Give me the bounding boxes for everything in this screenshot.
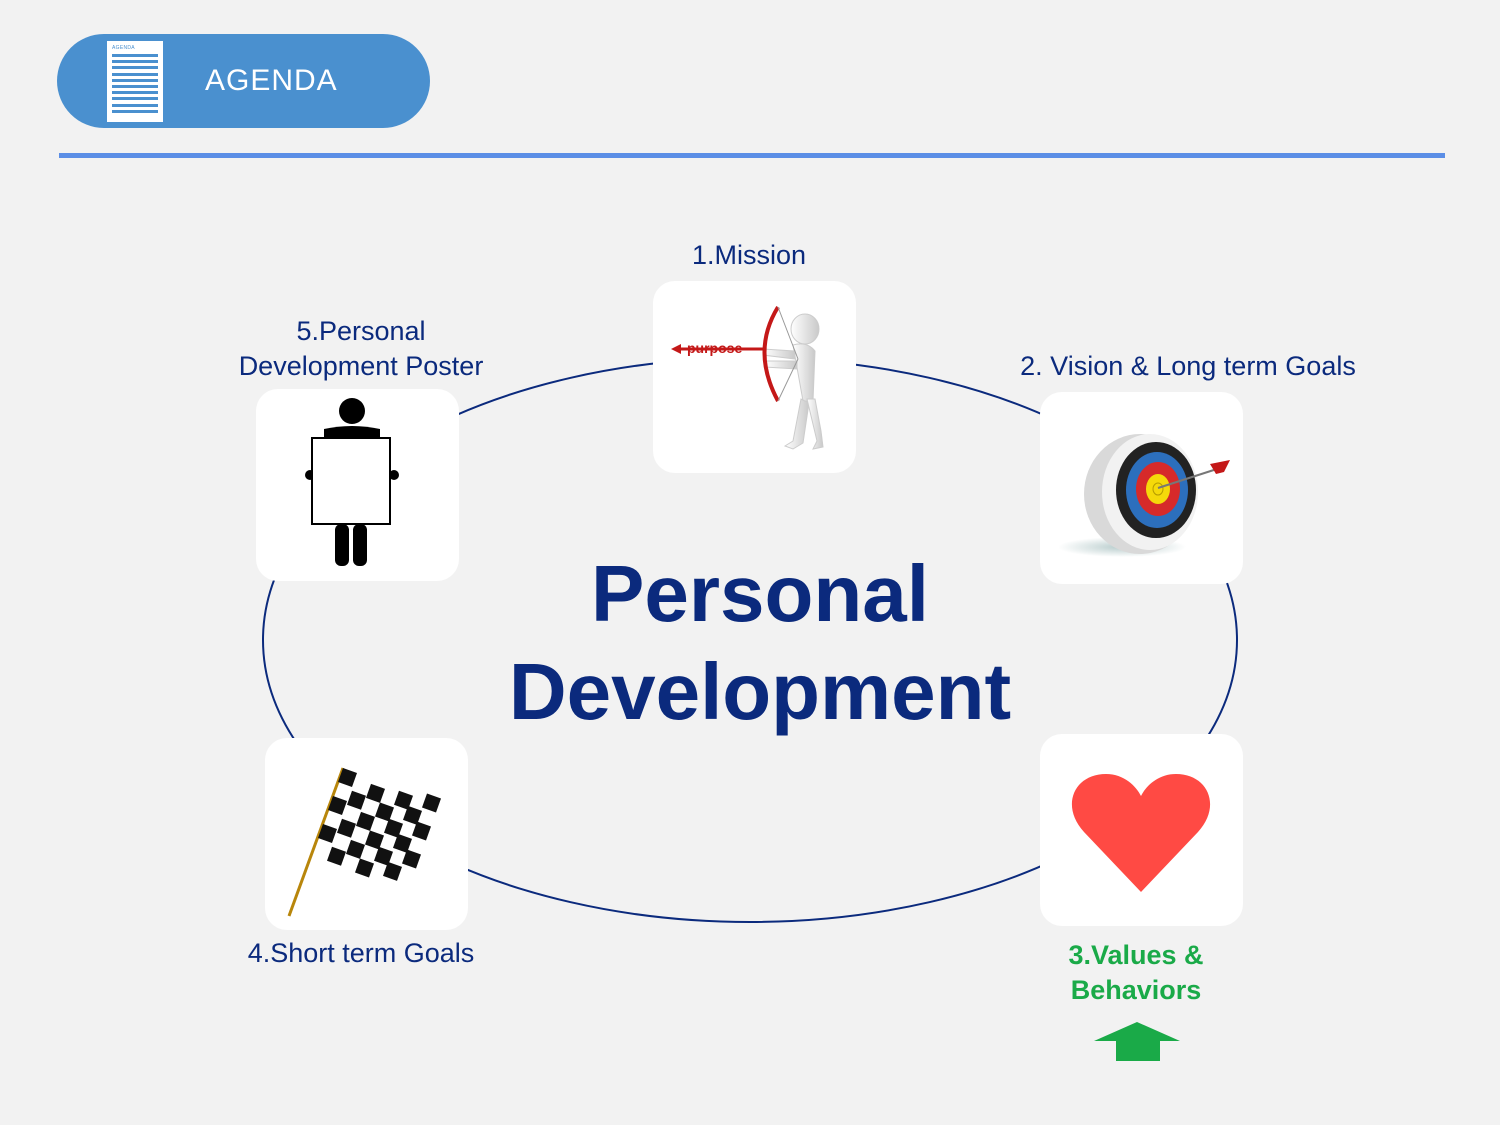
vision-card — [1040, 392, 1243, 584]
mission-card: purpose — [653, 281, 856, 473]
step-label-poster-line2: Development Poster — [238, 351, 484, 381]
up-arrow-icon — [1094, 1022, 1180, 1061]
person-poster-icon — [305, 398, 399, 566]
center-title: Personal Development — [440, 545, 1080, 741]
step-label-vision: 2. Vision & Long term Goals — [1020, 351, 1356, 381]
poster-card — [256, 389, 459, 581]
step-label-values-line1: 3.Values & — [1068, 940, 1204, 970]
checkered-flag-icon — [287, 767, 441, 917]
values-card — [1040, 734, 1243, 926]
document-icon: AGENDA — [107, 41, 163, 122]
step-label-short-term-goals: 4.Short term Goals — [247, 938, 475, 968]
header-divider — [59, 153, 1445, 158]
target-icon — [1058, 434, 1230, 557]
step-label-values-line2: Behaviors — [1070, 975, 1202, 1005]
step-label-poster: 5.Personal Development Poster — [221, 314, 501, 384]
short-term-goals-card — [265, 738, 468, 930]
step-label-values: 3.Values & Behaviors — [1036, 938, 1236, 1008]
step-label-mission: 1.Mission — [691, 240, 807, 270]
agenda-title: AGENDA — [205, 64, 338, 97]
center-title-line1: Personal — [591, 549, 929, 638]
step-label-poster-line1: 5.Personal — [296, 316, 426, 346]
heart-icon — [1071, 774, 1211, 892]
document-icon-caption: AGENDA — [112, 45, 135, 51]
archer-icon: purpose — [671, 305, 824, 450]
center-title-line2: Development — [508, 647, 1012, 736]
agenda-header: AGENDA AGENDA — [57, 34, 430, 128]
purpose-text: purpose — [687, 340, 742, 356]
